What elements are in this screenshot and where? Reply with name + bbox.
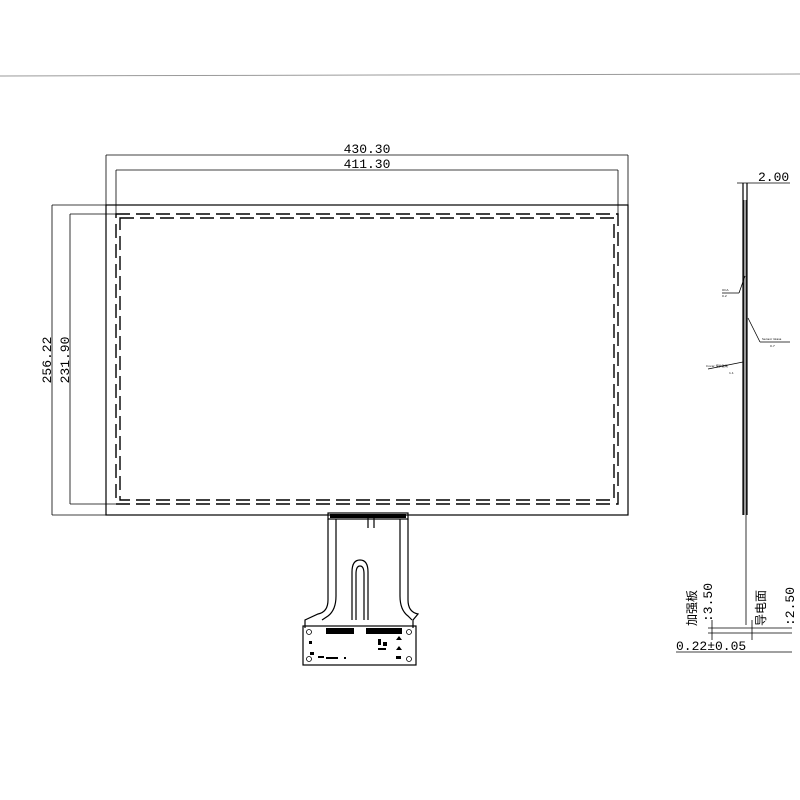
- active-width-label: 411.30: [344, 157, 391, 172]
- thickness-label: 2.00: [758, 170, 789, 185]
- sensor-glass-label: Sensor Glass: [762, 337, 782, 341]
- conductive-label: 导电面: [754, 590, 768, 626]
- stiffener-label: 加强板: [685, 590, 699, 626]
- active-area-inner-dashed: [119, 217, 615, 501]
- active-height-label: 231.90: [58, 337, 73, 384]
- outer-width-label: 430.30: [344, 142, 391, 157]
- conductive-value: :2.50: [783, 587, 798, 626]
- outer-height-label: 256.22: [40, 337, 55, 384]
- front-view: [105, 204, 629, 516]
- oca-label: OCA: [722, 288, 729, 292]
- fpc-tail: [304, 512, 420, 628]
- sensor-glass-sub-label: 0.7: [770, 344, 775, 348]
- cover-glass-label: Cover 保护玻璃: [706, 363, 728, 368]
- fpc-thickness-label: 0.22±0.05: [676, 639, 746, 654]
- oca-sub-label: 0.2: [722, 294, 727, 298]
- page-top-rule: [0, 73, 800, 77]
- width-dimensions: [105, 154, 629, 214]
- active-area-outer-dashed: [115, 213, 619, 505]
- side-view: [676, 182, 792, 653]
- cover-glass-sub-label: 1.1: [729, 371, 734, 375]
- stiffener-value: :3.50: [701, 583, 716, 622]
- controller-board: [302, 625, 417, 666]
- height-dimensions: [51, 204, 116, 516]
- outer-glass-outline: [105, 204, 629, 516]
